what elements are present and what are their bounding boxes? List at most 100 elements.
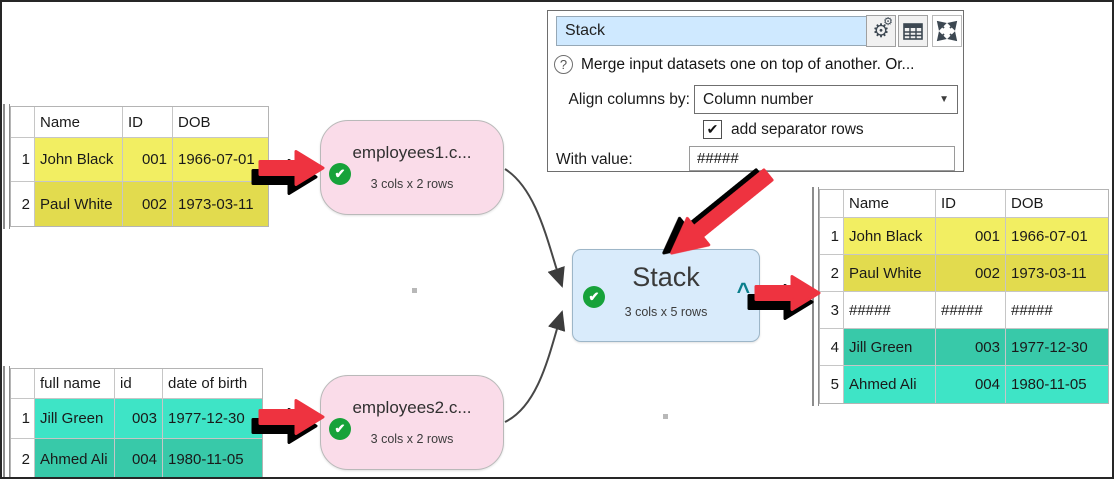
table-header-row: Name ID DOB	[11, 107, 268, 138]
column-header: id	[115, 369, 163, 399]
table-cell: 003	[115, 399, 163, 439]
table-cell: Ahmed Ali	[844, 366, 936, 403]
status-ok-icon: ✔	[329, 418, 351, 440]
table-row: 4 Jill Green 003 1977-12-30	[820, 329, 1108, 366]
table-row: 2 Ahmed Ali 004 1980-11-05	[11, 439, 262, 477]
column-header: Name	[844, 190, 936, 218]
row-number: 2	[11, 182, 35, 226]
table-cell: Ahmed Ali	[35, 439, 115, 477]
row-number: 3	[820, 292, 844, 329]
table-edge-decoration	[3, 104, 10, 229]
node-subtitle: 3 cols x 2 rows	[370, 432, 454, 446]
table-cell: 1977-12-30	[1006, 329, 1108, 366]
rownum-header	[820, 190, 844, 218]
node-title: employees2.c...	[352, 398, 472, 417]
node-name-input[interactable]	[556, 16, 870, 46]
annotation-arrow-input1	[258, 150, 325, 186]
with-value-input[interactable]	[689, 146, 955, 171]
table-cell: 1977-12-30	[163, 399, 262, 439]
table-cell: Paul White	[35, 182, 123, 226]
table-cell: 001	[936, 218, 1006, 255]
with-value-label: With value:	[556, 151, 633, 168]
rownum-header	[11, 369, 35, 399]
table-cell: John Black	[844, 218, 936, 255]
table-row: 2 Paul White 002 1973-03-11	[820, 255, 1108, 292]
settings-button[interactable]: ⚙ ⚙	[866, 15, 896, 47]
table-view-button[interactable]	[898, 15, 928, 47]
table-cell: #####	[1006, 292, 1108, 329]
table-cell: 1980-11-05	[163, 439, 262, 477]
table-header-row: full name id date of birth	[11, 369, 262, 399]
column-header: full name	[35, 369, 115, 399]
node-employees1[interactable]: ✔ employees1.c... 3 cols x 2 rows	[320, 120, 504, 215]
select-value: Column number	[703, 90, 814, 108]
canvas-grid-dot	[412, 288, 417, 293]
add-separator-rows-label: add separator rows	[731, 120, 864, 138]
row-number: 5	[820, 366, 844, 403]
table-cell: 002	[123, 182, 173, 226]
row-number: 1	[820, 218, 844, 255]
table-cell: John Black	[35, 138, 123, 182]
table-cell: Jill Green	[844, 329, 936, 366]
help-icon[interactable]: ?	[554, 55, 573, 74]
align-columns-select[interactable]: Column number ▼	[694, 85, 958, 114]
row-number: 1	[11, 138, 35, 182]
table-icon	[903, 22, 923, 40]
table-cell: #####	[936, 292, 1006, 329]
column-header: Name	[35, 107, 123, 138]
table-edge-decoration	[3, 366, 10, 477]
table-row: 1 John Black 001 1966-07-01	[820, 218, 1108, 255]
add-separator-rows-checkbox[interactable]: ✔	[703, 120, 722, 139]
table-cell: Paul White	[844, 255, 936, 292]
table-cell: 003	[936, 329, 1006, 366]
output-preview-table: Name ID DOB 1 John Black 001 1966-07-01 …	[812, 187, 1109, 406]
gear-small-icon: ⚙	[883, 16, 893, 28]
check-glyph: ✔	[334, 421, 346, 436]
annotation-arrow-output	[754, 275, 821, 311]
node-title: Stack	[632, 262, 700, 292]
connector-employees1-stack	[504, 168, 565, 288]
table-cell: 004	[936, 366, 1006, 403]
table-cell: 004	[115, 439, 163, 477]
table-cell: 1980-11-05	[1006, 366, 1108, 403]
check-glyph: ✔	[588, 289, 600, 304]
table-cell: 1966-07-01	[1006, 218, 1108, 255]
transform-description: Merge input datasets one on top of anoth…	[581, 55, 915, 73]
table-row: 1 John Black 001 1966-07-01	[11, 138, 268, 182]
node-subtitle: 3 cols x 5 rows	[624, 305, 708, 319]
row-number: 2	[820, 255, 844, 292]
column-header: date of birth	[163, 369, 262, 399]
gear-icon: ⚙	[872, 20, 890, 42]
input2-preview-table: full name id date of birth 1 Jill Green …	[3, 366, 263, 477]
table-row: 1 Jill Green 003 1977-12-30	[11, 399, 262, 439]
check-glyph: ✔	[334, 166, 346, 181]
column-header: ID	[123, 107, 173, 138]
chevron-down-icon: ▼	[939, 94, 949, 105]
status-ok-icon: ✔	[583, 286, 605, 308]
table-cell: 002	[936, 255, 1006, 292]
node-title: employees1.c...	[352, 143, 472, 162]
row-number: 2	[11, 439, 35, 477]
table-cell: 1973-03-11	[173, 182, 268, 226]
node-stack[interactable]: ✔ Stack ^ 3 cols x 5 rows	[572, 249, 760, 342]
column-header: DOB	[173, 107, 268, 138]
annotation-arrow-input2	[258, 399, 325, 435]
table-row-separator: 3 ##### ##### #####	[820, 292, 1108, 329]
table-row: 5 Ahmed Ali 004 1980-11-05	[820, 366, 1108, 403]
canvas-grid-dot	[663, 414, 668, 419]
expand-icon	[936, 20, 958, 42]
table-cell: 1966-07-01	[173, 138, 268, 182]
table-cell: #####	[844, 292, 936, 329]
row-number: 1	[11, 399, 35, 439]
table-cell: 1973-03-11	[1006, 255, 1108, 292]
node-subtitle: 3 cols x 2 rows	[370, 177, 454, 191]
input1-preview-table: Name ID DOB 1 John Black 001 1966-07-01 …	[3, 104, 269, 229]
stack-properties-panel: ⚙ ⚙ ? Me	[547, 10, 964, 172]
connector-employees2-stack	[504, 310, 566, 423]
align-columns-label: Align columns by:	[568, 91, 690, 108]
collapse-caret-icon[interactable]: ^	[736, 278, 750, 304]
node-employees2[interactable]: ✔ employees2.c... 3 cols x 2 rows	[320, 375, 504, 470]
expand-button[interactable]	[932, 15, 962, 47]
row-number: 4	[820, 329, 844, 366]
